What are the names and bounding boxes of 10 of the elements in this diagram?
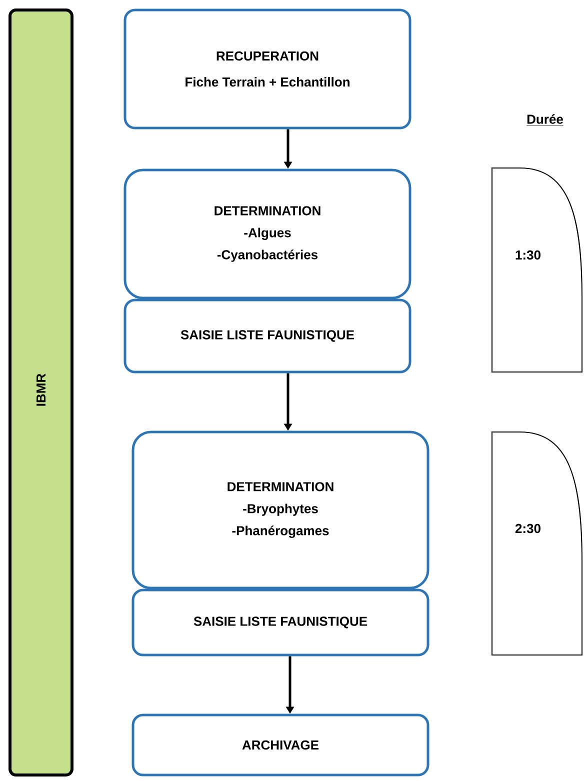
- process-box: RECUPERATION Fiche Terrain + Echantillon: [124, 8, 412, 130]
- process-box: SAISIE LISTE FAUNISTIQUE: [132, 588, 430, 656]
- process-box: ARCHIVAGE: [132, 714, 430, 776]
- duration-heading: Durée: [526, 114, 564, 126]
- process-box: DETERMINATION -Bryophytes -Phanérogames: [132, 430, 430, 590]
- process-box: SAISIE LISTE FAUNISTIQUE: [124, 298, 412, 374]
- duration-bracket: 1:30: [492, 168, 582, 372]
- duration-bracket: 2:30: [492, 432, 582, 656]
- vertical-label-bar: IBMR: [8, 8, 74, 776]
- process-box: DETERMINATION -Algues -Cyanobactéries: [124, 168, 412, 300]
